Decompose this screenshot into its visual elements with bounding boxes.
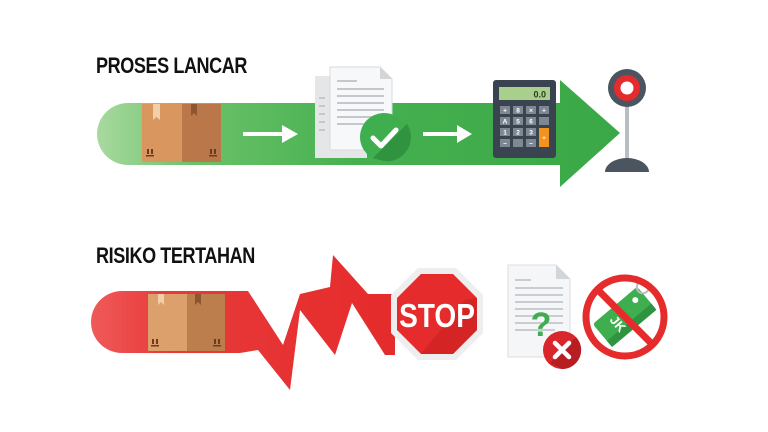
svg-text:+: + — [542, 108, 546, 115]
questioned-document-icon: ? — [507, 264, 582, 370]
stop-sign-icon: STOP — [391, 268, 483, 360]
svg-text:−: − — [529, 141, 533, 148]
section-title-risk: RISIKO TERTAHAN — [96, 243, 255, 268]
question-mark: ? — [531, 306, 552, 344]
calculator-icon: 0.0 +8 × + A 5 6 1 2 3 + − − — [493, 80, 556, 158]
box-icon — [142, 104, 221, 162]
risk-process-bar — [91, 255, 395, 390]
svg-text:−: − — [503, 141, 507, 148]
section-title-smooth: PROSES LANCAR — [96, 53, 248, 78]
svg-text:+: + — [503, 108, 507, 115]
calculator-display: 0.0 — [533, 90, 546, 100]
svg-text:8: 8 — [516, 108, 520, 115]
svg-text:A: A — [503, 119, 508, 126]
arrow-right-icon — [423, 125, 472, 143]
box-icon — [148, 294, 225, 351]
svg-text:×: × — [529, 108, 533, 115]
arrow-right-icon — [243, 125, 298, 143]
svg-text:+: + — [542, 135, 546, 142]
svg-text:1: 1 — [503, 130, 507, 137]
svg-text:3: 3 — [529, 130, 533, 137]
svg-text:6: 6 — [529, 119, 533, 126]
approved-document-icon — [315, 66, 411, 162]
no-tag-icon: JK — [582, 274, 668, 360]
svg-text:2: 2 — [516, 130, 520, 137]
finish-flag-icon — [605, 69, 649, 172]
stop-sign-label: STOP — [399, 298, 475, 335]
svg-text:5: 5 — [516, 119, 520, 126]
